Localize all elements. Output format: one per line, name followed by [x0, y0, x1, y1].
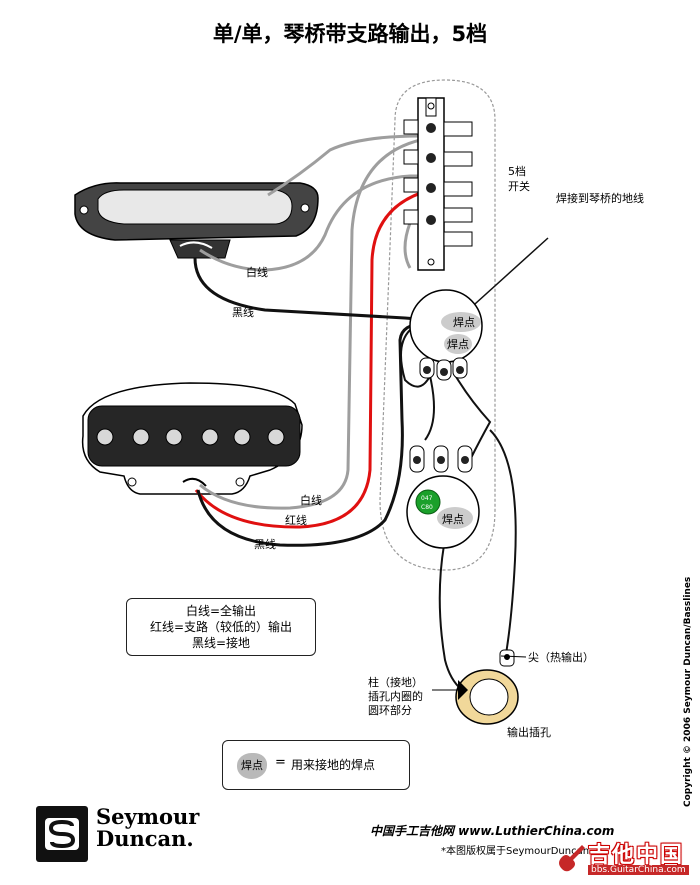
key-text: 用来接地的焊点 [291, 758, 376, 772]
bridge-white-label: 白线 [300, 493, 322, 507]
neck-pickup [74, 182, 319, 259]
neck-black-label: 黑线 [232, 305, 254, 319]
bridge-ground-label: 焊接到琴桥的地线 [556, 191, 644, 205]
five-way-switch [403, 97, 473, 271]
sleeve-label-3: 圆环部分 [368, 703, 412, 717]
red-wire [194, 188, 431, 529]
black-wire-bridge [196, 322, 431, 547]
footer-site: 中国手工吉他网 www.LuthierChina.com [370, 824, 615, 838]
jack-label: 输出插孔 [507, 725, 551, 739]
bridge-pickup [81, 382, 303, 495]
capacitor-code: C80 [421, 504, 433, 511]
pot-link-1 [424, 375, 435, 441]
tone-capacitor [415, 489, 441, 515]
neck-white-label: 白线 [246, 265, 268, 279]
white-wire-neck [199, 174, 425, 272]
copyright-notice: Copyright © 2006 Seymour Duncan/Bassline… [683, 576, 693, 807]
footer-rights: *本图版权属于SeymourDuncan [441, 846, 590, 857]
solder-point-label: 焊点 [453, 315, 475, 329]
tip-wire [489, 429, 517, 661]
legend-line: 白线=全输出 [185, 604, 257, 618]
volume-pot [409, 289, 483, 381]
guitarchina-watermark: 吉他中国 bbs.GuitarChina.com [548, 835, 698, 881]
watermark-title: 吉他中国 [588, 843, 685, 868]
solder-key: 焊点 = 用来接地的焊点 [222, 740, 410, 790]
sleeve-label-2: 插孔内圈的 [368, 689, 423, 703]
key-equals: = [275, 755, 286, 770]
switch-label: 5档 [508, 164, 526, 178]
solder-pad-swatch: 焊点 [237, 753, 267, 779]
black-wire-neck [193, 257, 456, 324]
bridge-red-label: 红线 [285, 513, 307, 527]
diagram-title: 单/单，琴桥带支路输出，5档 [212, 22, 488, 46]
tip-label: 尖（热输出） [528, 650, 594, 664]
white-wire-switch [403, 222, 412, 269]
seymour-duncan-logo-mark [36, 806, 88, 862]
sleeve-label-1: 柱（接地） [368, 675, 423, 689]
legend-line: 黑线=接地 [191, 636, 251, 650]
watermark-url: bbs.GuitarChina.com [588, 865, 689, 875]
white-wire-neck-outer [267, 134, 421, 197]
wire-legend: 白线=全输出 红线=支路（较低的）输出 黑线=接地 [126, 598, 316, 656]
solder-point-label: 焊点 [442, 512, 464, 526]
pot-link-2 [454, 374, 492, 461]
guitar-icon [559, 845, 585, 872]
pot-link-3 [400, 329, 431, 388]
white-wire-bridge [199, 136, 431, 510]
sleeve-wire [438, 544, 463, 691]
bridge-black-label: 黑线 [254, 537, 276, 551]
tone-pot [406, 445, 480, 549]
logo-s-icon [45, 818, 79, 850]
capacitor-value: 047 [421, 495, 433, 502]
legend-line: 红线=支路（较低的）输出 [149, 620, 293, 634]
seymour-duncan-logo-text: Seymour Duncan. [96, 804, 200, 851]
output-jack [455, 649, 519, 725]
solder-point-label: 焊点 [447, 337, 469, 351]
switch-label-2: 开关 [508, 179, 530, 193]
